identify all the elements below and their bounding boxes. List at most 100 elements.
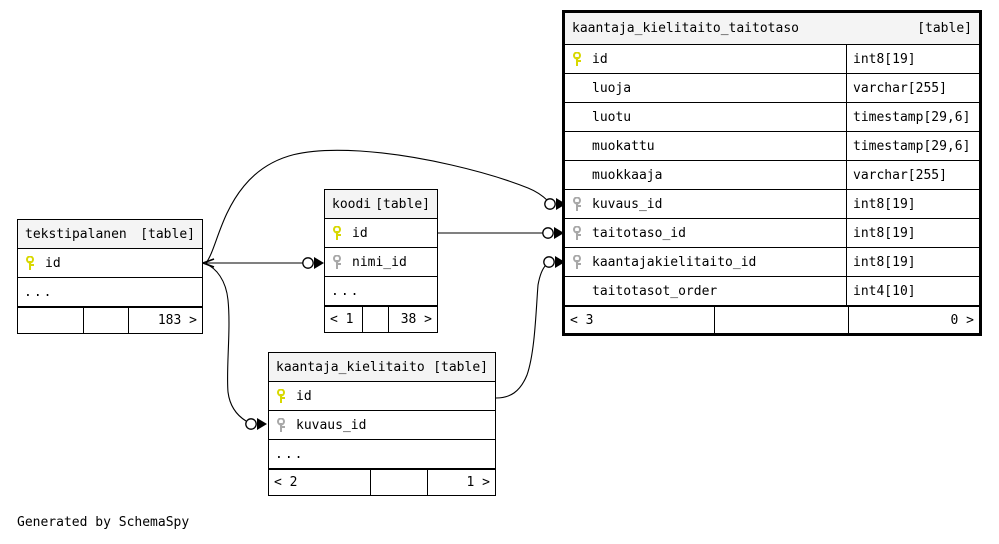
table-row[interactable]: taitotasot_order int4[10] <box>565 277 979 306</box>
column-name: id <box>296 388 312 404</box>
column-name: id <box>45 255 61 271</box>
table-type-tag: [table] <box>433 359 488 375</box>
edge-kk-to-kkt-kaantajakielitaito-id <box>495 256 565 399</box>
table-row[interactable]: kaantajakielitaito_id int8[19] <box>565 248 979 277</box>
column-type: varchar[255] <box>846 161 979 189</box>
column-name-cell: luoja <box>565 74 846 102</box>
footer-right-count[interactable]: 0 > <box>950 312 974 328</box>
table-row[interactable]: muokkaaja varchar[255] <box>565 161 979 190</box>
column-name: muokkaaja <box>592 167 663 183</box>
column-name: luoja <box>592 80 632 96</box>
column-type: int8[19] <box>846 45 979 73</box>
table-row[interactable]: luoja varchar[255] <box>565 74 979 103</box>
footer-right-count[interactable]: 183 > <box>157 313 197 328</box>
table-kaantaja-kielitaito-taitotaso[interactable]: kaantaja_kielitaito_taitotaso [table] id… <box>562 10 982 336</box>
column-name-cell: taitotasot_order <box>565 277 846 305</box>
footer-middle <box>715 307 849 333</box>
column-name: taitotasot_order <box>592 283 718 299</box>
table-tekstipalanen[interactable]: tekstipalanen [table] id ... 183 > <box>17 219 203 334</box>
column-name-cell: kuvaus_id <box>269 411 495 439</box>
table-row[interactable]: id <box>269 382 495 411</box>
table-row[interactable]: muokattu timestamp[29,6] <box>565 132 979 161</box>
table-footer-kaantaja-kielitaito-taitotaso: < 3 0 > <box>565 306 979 333</box>
edge-tekstipalanen-to-kkt-kuvaus-id <box>205 149 566 264</box>
table-type-tag: [table] <box>375 196 430 212</box>
table-row[interactable]: luotu timestamp[29,6] <box>565 103 979 132</box>
edge-tekstipalanen-to-kk-kuvaus-id <box>205 263 267 430</box>
column-type: int4[10] <box>846 277 979 305</box>
column-name: kuvaus_id <box>296 417 367 433</box>
edge-koodi-to-kkt-taitotaso-id <box>438 227 564 239</box>
column-name: id <box>352 225 368 241</box>
column-type: timestamp[29,6] <box>846 103 979 131</box>
column-name-cell: id <box>18 249 202 277</box>
table-type-tag: [table] <box>140 226 195 242</box>
edge-tekstipalanen-to-koodi-nimi-id <box>206 257 324 269</box>
table-row[interactable]: id <box>325 219 437 248</box>
column-type: int8[19] <box>846 248 979 276</box>
table-header-koodi: koodi [table] <box>325 190 437 219</box>
primary-key-icon <box>333 225 344 241</box>
table-row[interactable]: id int8[19] <box>565 45 979 74</box>
column-name: nimi_id <box>352 254 407 270</box>
table-type-tag: [table] <box>917 21 972 36</box>
footer-middle <box>84 308 129 333</box>
table-footer-tekstipalanen: 183 > <box>18 307 202 333</box>
column-type: varchar[255] <box>846 74 979 102</box>
column-name: id <box>592 51 608 67</box>
column-name-cell: muokkaaja <box>565 161 846 189</box>
footer-middle <box>363 307 389 332</box>
more-columns-ellipsis: ... <box>269 440 495 469</box>
footer-left-count[interactable]: < 1 <box>325 307 363 332</box>
column-name-cell: luotu <box>565 103 846 131</box>
table-header-tekstipalanen: tekstipalanen [table] <box>18 220 202 249</box>
table-kaantaja-kielitaito[interactable]: kaantaja_kielitaito [table] id <box>268 352 496 496</box>
column-name: muokattu <box>592 138 655 154</box>
table-title: tekstipalanen <box>25 226 127 242</box>
table-title: kaantaja_kielitaito <box>276 359 425 375</box>
table-header-kaantaja-kielitaito-taitotaso: kaantaja_kielitaito_taitotaso [table] <box>565 13 979 45</box>
column-name-cell: nimi_id <box>325 248 437 276</box>
column-name-cell: taitotaso_id <box>565 219 846 247</box>
table-title: koodi <box>332 196 372 212</box>
more-columns-ellipsis: ... <box>18 278 202 307</box>
footer-left-count[interactable]: < 2 <box>269 470 371 495</box>
more-columns-ellipsis: ... <box>325 277 437 306</box>
column-name: kaantajakielitaito_id <box>592 254 757 270</box>
column-name-cell: kaantajakielitaito_id <box>565 248 846 276</box>
table-row[interactable]: id <box>18 249 202 278</box>
column-name-cell: id <box>269 382 495 410</box>
column-name-cell: muokattu <box>565 132 846 160</box>
table-footer-koodi: < 1 38 > <box>325 306 437 332</box>
table-row[interactable]: taitotaso_id int8[19] <box>565 219 979 248</box>
column-type: int8[19] <box>846 219 979 247</box>
footer-left-count[interactable]: < 3 <box>565 307 715 333</box>
footer-middle <box>371 470 428 495</box>
column-name: kuvaus_id <box>592 196 663 212</box>
column-name: taitotaso_id <box>592 225 686 241</box>
table-row[interactable]: nimi_id <box>325 248 437 277</box>
column-name-cell: kuvaus_id <box>565 190 846 218</box>
foreign-key-icon <box>333 254 344 270</box>
column-name: luotu <box>592 109 632 125</box>
footer-left-count[interactable] <box>18 308 84 333</box>
table-row[interactable]: kuvaus_id <box>269 411 495 440</box>
primary-key-icon <box>26 255 37 271</box>
table-title: kaantaja_kielitaito_taitotaso <box>572 21 799 36</box>
column-name-cell: id <box>565 45 846 73</box>
footer-right-count[interactable]: 38 > <box>400 312 432 327</box>
primary-key-icon <box>573 51 584 67</box>
table-koodi[interactable]: koodi [table] id <box>324 189 438 333</box>
foreign-key-icon <box>573 196 584 212</box>
foreign-key-icon <box>277 417 288 433</box>
column-name-cell: id <box>325 219 437 247</box>
column-type: timestamp[29,6] <box>846 132 979 160</box>
generated-by-caption: Generated by SchemaSpy <box>17 515 190 530</box>
table-footer-kaantaja-kielitaito: < 2 1 > <box>269 469 495 495</box>
footer-right-count[interactable]: 1 > <box>466 475 490 490</box>
table-row[interactable]: kuvaus_id int8[19] <box>565 190 979 219</box>
table-header-kaantaja-kielitaito: kaantaja_kielitaito [table] <box>269 353 495 382</box>
primary-key-icon <box>277 388 288 404</box>
